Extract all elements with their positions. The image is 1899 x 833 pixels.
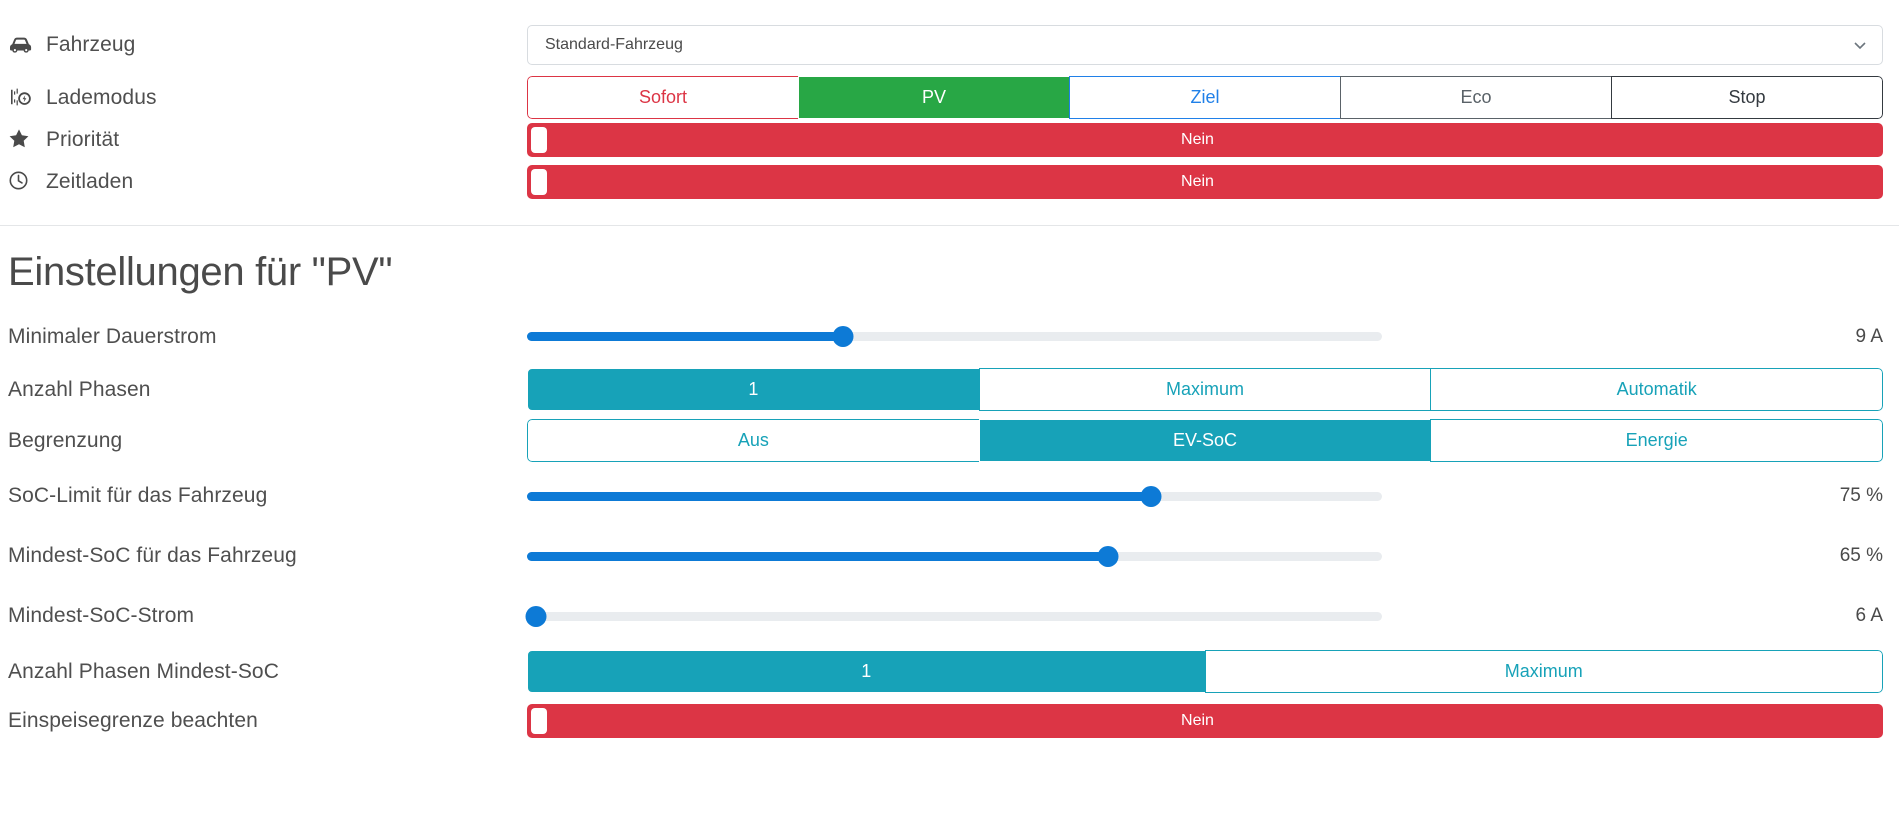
clock-icon bbox=[8, 170, 34, 191]
slider-thumb[interactable] bbox=[1097, 545, 1119, 567]
anzahl-phasen-control: 1 Maximum Automatik bbox=[527, 368, 1899, 411]
chevron-down-icon bbox=[1852, 37, 1868, 53]
anzahl-phasen-segmented: 1 Maximum Automatik bbox=[527, 368, 1883, 411]
minimaler-dauerstrom-value: 9 A bbox=[1855, 325, 1883, 347]
row-mindest-soc: Mindest-SoC für das Fahrzeug 65 % bbox=[0, 530, 1899, 582]
vehicle-mode-section: Fahrzeug Standard-Fahrzeug bbox=[0, 0, 1899, 226]
label-zeitladen: Zeitladen bbox=[0, 170, 527, 194]
label-mindest-soc: Mindest-SoC für das Fahrzeug bbox=[8, 544, 297, 567]
slider-fill bbox=[527, 491, 1152, 501]
section-divider bbox=[0, 225, 1899, 226]
begrenzung-aus-button[interactable]: Aus bbox=[527, 419, 980, 462]
label-fahrzeug-text: Fahrzeug bbox=[45, 33, 136, 56]
prioritaet-control: Nein bbox=[527, 123, 1899, 157]
label-prioritaet-text: Priorität bbox=[45, 128, 120, 151]
row-zeitladen: Zeitladen Nein bbox=[0, 161, 1899, 203]
mindest-soc-control bbox=[527, 545, 1779, 567]
label-prioritaet: Priorität bbox=[0, 128, 527, 152]
soc-limit-value: 75 % bbox=[1839, 485, 1883, 506]
zeitladen-toggle[interactable]: Nein bbox=[527, 165, 1883, 199]
prioritaet-toggle-value: Nein bbox=[1181, 131, 1214, 148]
row-prioritaet: Priorität Nein bbox=[0, 119, 1899, 161]
row-anzahl-phasen-mindest-soc: Anzahl Phasen Mindest-SoC 1 Maximum bbox=[0, 650, 1899, 693]
mindest-soc-slider[interactable] bbox=[527, 545, 1382, 567]
begrenzung-energie-button[interactable]: Energie bbox=[1430, 419, 1883, 462]
einspeisegrenze-control: Nein bbox=[527, 704, 1899, 738]
label-mindest-soc-strom: Mindest-SoC-Strom bbox=[8, 604, 195, 627]
charge-mode-segmented: Sofort PV Ziel Eco Stop bbox=[527, 76, 1883, 119]
zeitladen-toggle-value: Nein bbox=[1181, 173, 1214, 190]
label-anzahl-phasen: Anzahl Phasen bbox=[8, 377, 151, 401]
label-lademodus-text: Lademodus bbox=[45, 85, 157, 109]
row-minimaler-dauerstrom: Minimaler Dauerstrom 9 A bbox=[0, 313, 1899, 360]
anzahl-phasen-mindest-soc-control: 1 Maximum bbox=[527, 650, 1899, 693]
mode-sofort-button[interactable]: Sofort bbox=[527, 76, 799, 119]
phasen-maximum-button[interactable]: Maximum bbox=[978, 368, 1432, 411]
slider-track bbox=[527, 332, 1382, 341]
pv-settings-section: Einstellungen für "PV" Minimaler Dauerst… bbox=[0, 250, 1899, 741]
minimaler-dauerstrom-slider[interactable] bbox=[527, 326, 1382, 347]
minimaler-dauerstrom-control bbox=[527, 326, 1779, 347]
toggle-knob bbox=[531, 708, 547, 734]
label-minimaler-dauerstrom: Minimaler Dauerstrom bbox=[8, 324, 217, 348]
star-icon bbox=[8, 128, 34, 149]
slider-fill bbox=[527, 332, 844, 341]
car-icon bbox=[8, 34, 34, 54]
toggle-knob bbox=[531, 169, 547, 195]
vehicle-select[interactable]: Standard-Fahrzeug bbox=[527, 25, 1883, 65]
soc-limit-slider[interactable] bbox=[527, 485, 1382, 507]
mode-stop-button[interactable]: Stop bbox=[1611, 76, 1883, 119]
mode-ziel-button[interactable]: Ziel bbox=[1069, 76, 1341, 119]
mindest-soc-value: 65 % bbox=[1839, 545, 1883, 566]
prioritaet-toggle[interactable]: Nein bbox=[527, 123, 1883, 157]
fahrzeug-control: Standard-Fahrzeug bbox=[527, 25, 1899, 65]
phasen-automatik-button[interactable]: Automatik bbox=[1430, 368, 1883, 411]
label-begrenzung: Begrenzung bbox=[8, 428, 123, 452]
begrenzung-segmented: Aus EV-SoC Energie bbox=[527, 419, 1883, 462]
slider-fill bbox=[527, 551, 1109, 561]
row-soc-limit: SoC-Limit für das Fahrzeug 75 % bbox=[0, 470, 1899, 522]
toggle-knob bbox=[531, 127, 547, 153]
row-einspeisegrenze: Einspeisegrenze beachten Nein bbox=[0, 701, 1899, 741]
slider-thumb[interactable] bbox=[832, 326, 854, 347]
vehicle-select-value: Standard-Fahrzeug bbox=[545, 36, 683, 53]
soc-limit-control bbox=[527, 485, 1779, 507]
anzahl-phasen-mindest-soc-segmented: 1 Maximum bbox=[527, 650, 1883, 693]
row-anzahl-phasen: Anzahl Phasen 1 Maximum Automatik bbox=[0, 368, 1899, 411]
phasen-msoc-1-button[interactable]: 1 bbox=[527, 650, 1206, 693]
slider-thumb[interactable] bbox=[525, 605, 547, 627]
label-einspeisegrenze: Einspeisegrenze beachten bbox=[8, 709, 258, 732]
mode-eco-button[interactable]: Eco bbox=[1340, 76, 1612, 119]
mindest-soc-strom-slider[interactable] bbox=[525, 605, 1382, 627]
phasen-1-button[interactable]: 1 bbox=[527, 368, 980, 411]
slider-thumb[interactable] bbox=[1140, 485, 1162, 507]
slider-track bbox=[527, 611, 1382, 621]
einspeisegrenze-toggle-value: Nein bbox=[1181, 712, 1214, 729]
label-soc-limit: SoC-Limit für das Fahrzeug bbox=[8, 484, 268, 507]
zeitladen-control: Nein bbox=[527, 165, 1899, 199]
mindest-soc-strom-value: 6 A bbox=[1855, 605, 1883, 626]
mindest-soc-strom-control bbox=[525, 605, 1779, 627]
einspeisegrenze-toggle[interactable]: Nein bbox=[527, 704, 1883, 738]
row-lademodus: Lademodus Sofort PV Ziel Eco Stop bbox=[0, 76, 1899, 119]
mode-pv-button[interactable]: PV bbox=[798, 76, 1070, 119]
begrenzung-evsoc-button[interactable]: EV-SoC bbox=[978, 419, 1432, 462]
row-fahrzeug: Fahrzeug Standard-Fahrzeug bbox=[0, 14, 1899, 76]
charge-mode-icon bbox=[8, 87, 34, 107]
label-anzahl-phasen-mindest-soc: Anzahl Phasen Mindest-SoC bbox=[8, 659, 279, 683]
page-title: Einstellungen für "PV" bbox=[8, 250, 393, 294]
row-mindest-soc-strom: Mindest-SoC-Strom 6 A bbox=[0, 590, 1899, 642]
label-zeitladen-text: Zeitladen bbox=[45, 170, 134, 193]
row-begrenzung: Begrenzung Aus EV-SoC Energie bbox=[0, 419, 1899, 462]
begrenzung-control: Aus EV-SoC Energie bbox=[527, 419, 1899, 462]
label-fahrzeug: Fahrzeug bbox=[0, 33, 527, 57]
phasen-msoc-maximum-button[interactable]: Maximum bbox=[1204, 650, 1883, 693]
lademodus-control: Sofort PV Ziel Eco Stop bbox=[527, 76, 1899, 119]
label-lademodus: Lademodus bbox=[0, 86, 527, 110]
